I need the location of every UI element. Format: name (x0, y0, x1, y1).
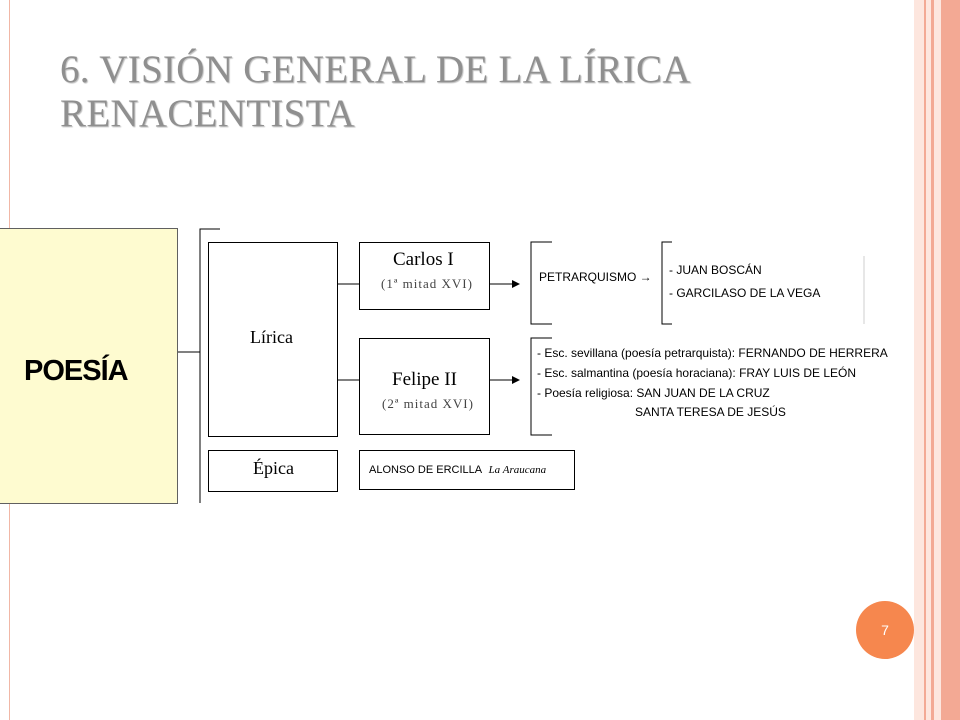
bracket-petrarquismo (530, 241, 552, 325)
felipe-box (359, 338, 490, 435)
slide-number-badge: 7 (856, 601, 914, 659)
school-salmantina: - Esc. salmantina (poesía horaciana): FR… (537, 366, 857, 380)
epica-label: Épica (253, 458, 294, 478)
slide-title: 6. VISIÓN GENERAL DE LA LÍRICA RENACENTI… (60, 48, 691, 136)
main-bracket (199, 228, 220, 503)
slide-title-line-1: 6. VISIÓN GENERAL DE LA LÍRICA (60, 48, 691, 91)
slide-number: 7 (881, 622, 889, 638)
epica-author-box (359, 450, 575, 490)
epica-work-title: La Araucana (488, 464, 547, 476)
petrarquismo-label: PETRARQUISMO → (539, 270, 652, 284)
epica-box (208, 450, 338, 492)
carlos-box (359, 242, 490, 310)
school-religiosa: - Poesía religiosa: SAN JUAN DE LA CRUZ (537, 386, 770, 400)
right-border-stripe (941, 0, 960, 720)
carlos-period: (1ª mitad XVI) (381, 276, 473, 291)
right-border-stripe (931, 0, 934, 720)
carlos-name: Carlos I (393, 249, 454, 270)
author-boscan: - JUAN BOSCÁN (669, 263, 762, 277)
lirica-box (208, 242, 338, 437)
author-santa-teresa: SANTA TERESA DE JESÚS (635, 405, 786, 419)
bracket-carlos-authors (661, 241, 672, 325)
school-sevillana: - Esc. sevillana (poesía petrarquista): … (537, 346, 888, 360)
lirica-label: Lírica (250, 327, 293, 347)
poesia-label: POESÍA (24, 355, 129, 387)
epica-author: ALONSO DE ERCILLA La Araucana (369, 464, 546, 476)
bracket-felipe-schools (530, 337, 552, 436)
felipe-period: (2ª mitad XVI) (382, 396, 474, 411)
felipe-name: Felipe II (392, 369, 457, 390)
author-garcilaso: - GARCILASO DE LA VEGA (669, 286, 821, 300)
slide-title-line-2: RENACENTISTA (60, 92, 356, 135)
poesia-box (0, 228, 178, 504)
right-border-stripe (924, 0, 926, 720)
epica-author-name: ALONSO DE ERCILLA (369, 464, 482, 476)
